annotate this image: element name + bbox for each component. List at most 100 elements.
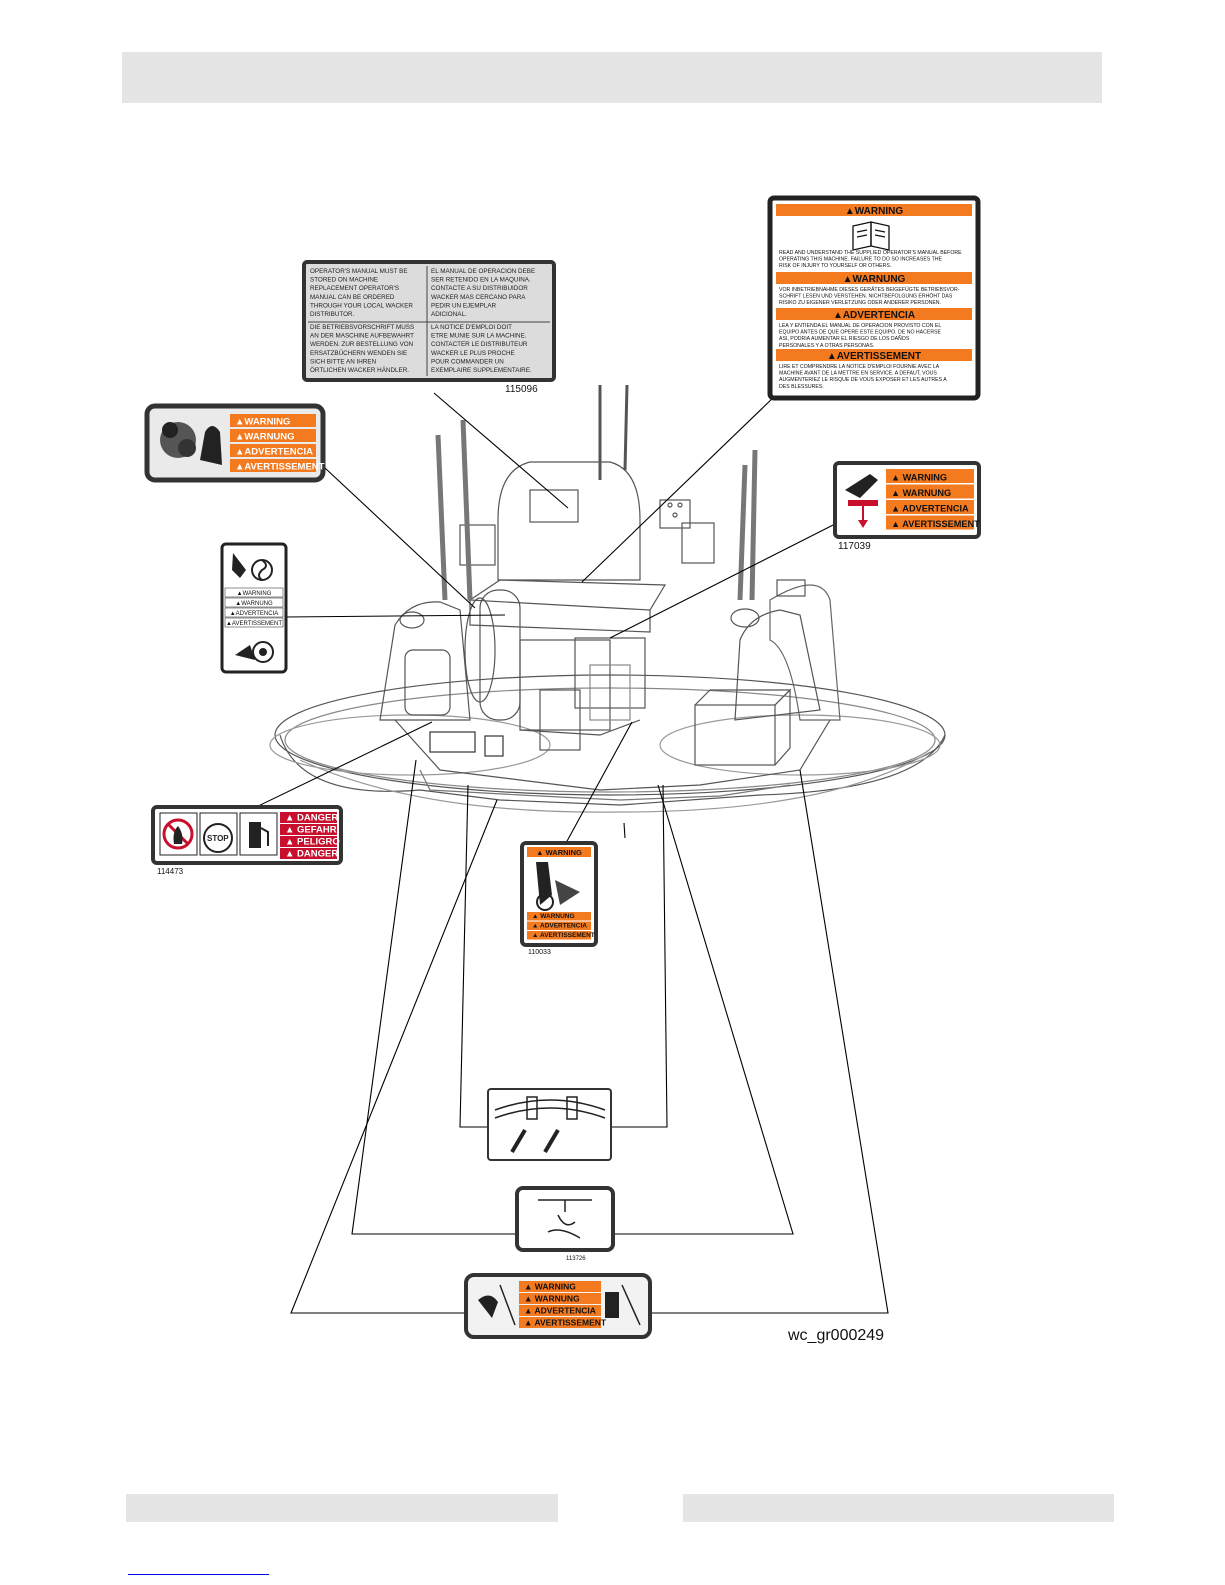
part-number-113726: 113726 [566,1256,586,1262]
read-manual-text-0-1: OPERATING THIS MACHINE. FAILURE TO DO SO… [779,257,942,263]
hot-surface-row-3: ▲AVERTISSEMENT [235,462,325,473]
read-manual-text-0-0: READ AND UNDERSTAND THE SUPPLIED OPERATO… [779,250,962,256]
fan-hazard-row-1: ▲WARNUNG [235,601,273,607]
fuel-danger-row-bg-2 [280,836,337,847]
no-flame-icon [159,812,198,856]
hand-crush-row-3: ▲ AVERTISSEMENT [891,519,980,529]
manual-cell-3-line-2: CONTACTER LE DISTRIBUTEUR [431,341,528,348]
fan-hazard-row-3: ▲AVERTISSEMENT [226,621,282,627]
hand-crush-row-bg-1 [886,484,974,499]
manual-cell-1-line-3: WACKER MAS CERCANO PARA [431,294,526,301]
manual-cell-2-line-5: ÖRTLICHEN WACKER HÄNDLER. [310,366,409,374]
blade-header: ▲ WARNING [536,848,582,857]
pinch-point-row-1: ▲ WARNUNG [524,1294,580,1304]
fire-burst-icon [160,422,222,465]
hot-surface-row-1: ▲WARNUNG [235,432,295,443]
lifting-hook-icon [538,1199,592,1239]
hand-crush-row-bg-0 [886,469,974,483]
manual-cell-2-line-1: AN DER MASCHINE AUFBEWAHRT [310,333,414,340]
pinch-point-row-bg-2 [519,1305,601,1316]
decal-rotating-blade: ▲ WARNING ▲ WARNUNG▲ ADVERTENCIA▲ AVERTI… [520,841,598,956]
hand-crush-row-1: ▲ WARNUNG [891,488,951,498]
decal-lift-point: 113726 [515,1186,615,1262]
leader-pinch-point-right [650,769,889,1314]
leader-read-manual [581,395,776,583]
read-manual-text-2-1: EQUIPO ANTES DE QUE OPERE ESTE EQUIPO. D… [779,330,942,336]
footer-link-underline[interactable] [128,1574,269,1575]
manual-cell-0-line-4: THROUGH YOUR LOCAL WACKER [310,302,413,309]
leader-lines [249,392,889,1314]
fan-hazard-row-bg-0 [224,587,284,598]
read-manual-text-0-2: RISK OF INJURY TO YOURSELF OR OTHERS. [779,263,891,269]
read-manual-text-3-2: AUGMENTERIEZ LE RISQUE DE VOUS EXPOSER E… [779,377,947,383]
manual-cell-2-line-4: SICH BITTE AN IHREN [310,358,377,365]
part-number-110033: 110033 [528,949,551,956]
manual-cell-3-line-1: ETRE MUNIE SUR LA MACHINE. [431,333,527,340]
read-manual-header-bg-1 [776,272,972,284]
read-manual-text-1-1: SCHRIFT LESEN UND VERSTEHEN. NICHTBEFOLG… [779,293,953,300]
pinch-point-row-bg-3 [519,1317,601,1328]
belt-hand-icon [235,641,274,663]
fan-hazard-row-0: ▲WARNING [237,591,272,597]
fuel-danger-row-2: ▲ PELIGRO [285,837,340,848]
fan-hazard-row-bg-2 [224,607,284,618]
manual-cell-2-line-2: WERDEN. ZUR BESTELLUNG VON [310,341,414,348]
leader-lift-point-right [614,784,794,1235]
decal-fan-hazard: ▲WARNING ▲WARNUNG ▲ADVERTENCIA ▲AVERTISSEME… [220,542,288,674]
pinch-point-row-bg-0 [519,1281,601,1292]
footer-left-bar [126,1494,558,1522]
manual-cell-1-line-4: PEDIR UN EJEMPLAR [431,302,497,309]
manual-cell-0-line-3: MANUAL CAN BE ORDERED [310,294,395,301]
fuel-danger-row-bg-0 [280,812,337,823]
manual-cell-1-line-5: ADICIONAL. [431,311,467,318]
decal-fuel-danger: STOP ▲ DANGER▲ GEFAHR▲ PELIGRO▲ DANGER 1… [151,805,343,876]
manual-cell-0-line-5: DISTRIBUTOR. [310,311,355,318]
rotating-blade-row-bg-0 [527,912,591,921]
rotating-blade-row-bg-1 [527,921,591,930]
leader-tie-down-left [459,784,488,1128]
manual-cell-1-line-1: SER RETENIDO EN LA MAQUINA. [431,277,531,284]
manual-cell-1-line-0: EL MANUAL DE OPERACION DEBE [431,268,535,275]
manual-cell-0-line-2: REPLACEMENT OPERATOR'S [310,285,399,292]
part-number-117039: 117039 [838,541,871,552]
rotating-blade-row-0: ▲ WARNUNG [532,913,575,920]
decal-hot-surface: ▲WARNING ▲WARNUNG ▲ADVERTENCIA ▲AVERTISSEME… [144,403,326,483]
foot-blade-icon [536,862,580,911]
read-manual-text-2-3: PERSONALES Y A OTRAS PERSONAS. [779,343,874,349]
read-manual-text-2-2: ASI, PODRIA AUMENTAR EL RIESGO DE LOS DA… [779,335,910,342]
decal-tie-down [487,1088,612,1161]
decal-hand-crush: ▲ WARNING▲ WARNUNG▲ ADVERTENCIA▲ AVERTIS… [833,461,981,552]
read-manual-text-1-2: RISIKO ZU EIGENER VERLETZUNG ODER ANDERE… [779,300,941,306]
read-manual-text-3-1: MACHINE AVANT DE LA METTRE EN SERVICE. A… [779,371,937,377]
hand-pinch-icon [845,474,878,528]
stop-engine-icon: STOP [199,812,238,856]
manual-cell-3-line-3: WACKER LE PLUS PROCHE [431,350,515,357]
hot-surface-row-2: ▲ADVERTENCIA [235,447,313,458]
leader-rotating-blade [565,721,633,844]
pinch-point-row-0: ▲ WARNING [524,1282,576,1292]
manual-cell-3-line-5: EXEMPLAIRE SUPPLEMENTAIRE. [431,367,532,374]
hot-surface-row-bg-2 [230,444,316,457]
leader-fan-hazard [284,614,506,618]
hand-crush-row-0: ▲ WARNING [891,473,947,483]
hand-crush-row-bg-2 [886,500,974,514]
read-manual-header-bg-3 [776,349,972,361]
leader-lift-point-left [351,759,516,1235]
fan-blade-icon [232,553,273,581]
leader-hot-surface [324,467,476,609]
leader-pinch-point-left [290,799,498,1314]
fan-hazard-row-2: ▲ADVERTENCIA [230,611,279,617]
hot-surface-row-bg-0 [230,414,316,427]
pinch-point-row-bg-1 [519,1293,601,1304]
part-number-114473: 114473 [157,867,184,876]
read-manual-text-2-0: LEA Y ENTIENDA EL MANUAL DE OPERACION PR… [779,323,941,329]
figure-id: wc_gr000249 [787,1327,884,1344]
leader-tie-down-right [612,784,668,1128]
hot-surface-row-0: ▲WARNING [235,417,290,428]
read-manual-header-2: ▲ADVERTENCIA [833,310,915,321]
leader-fuel-danger [249,721,433,811]
rotating-blade-row-1: ▲ ADVERTENCIA [532,923,587,930]
